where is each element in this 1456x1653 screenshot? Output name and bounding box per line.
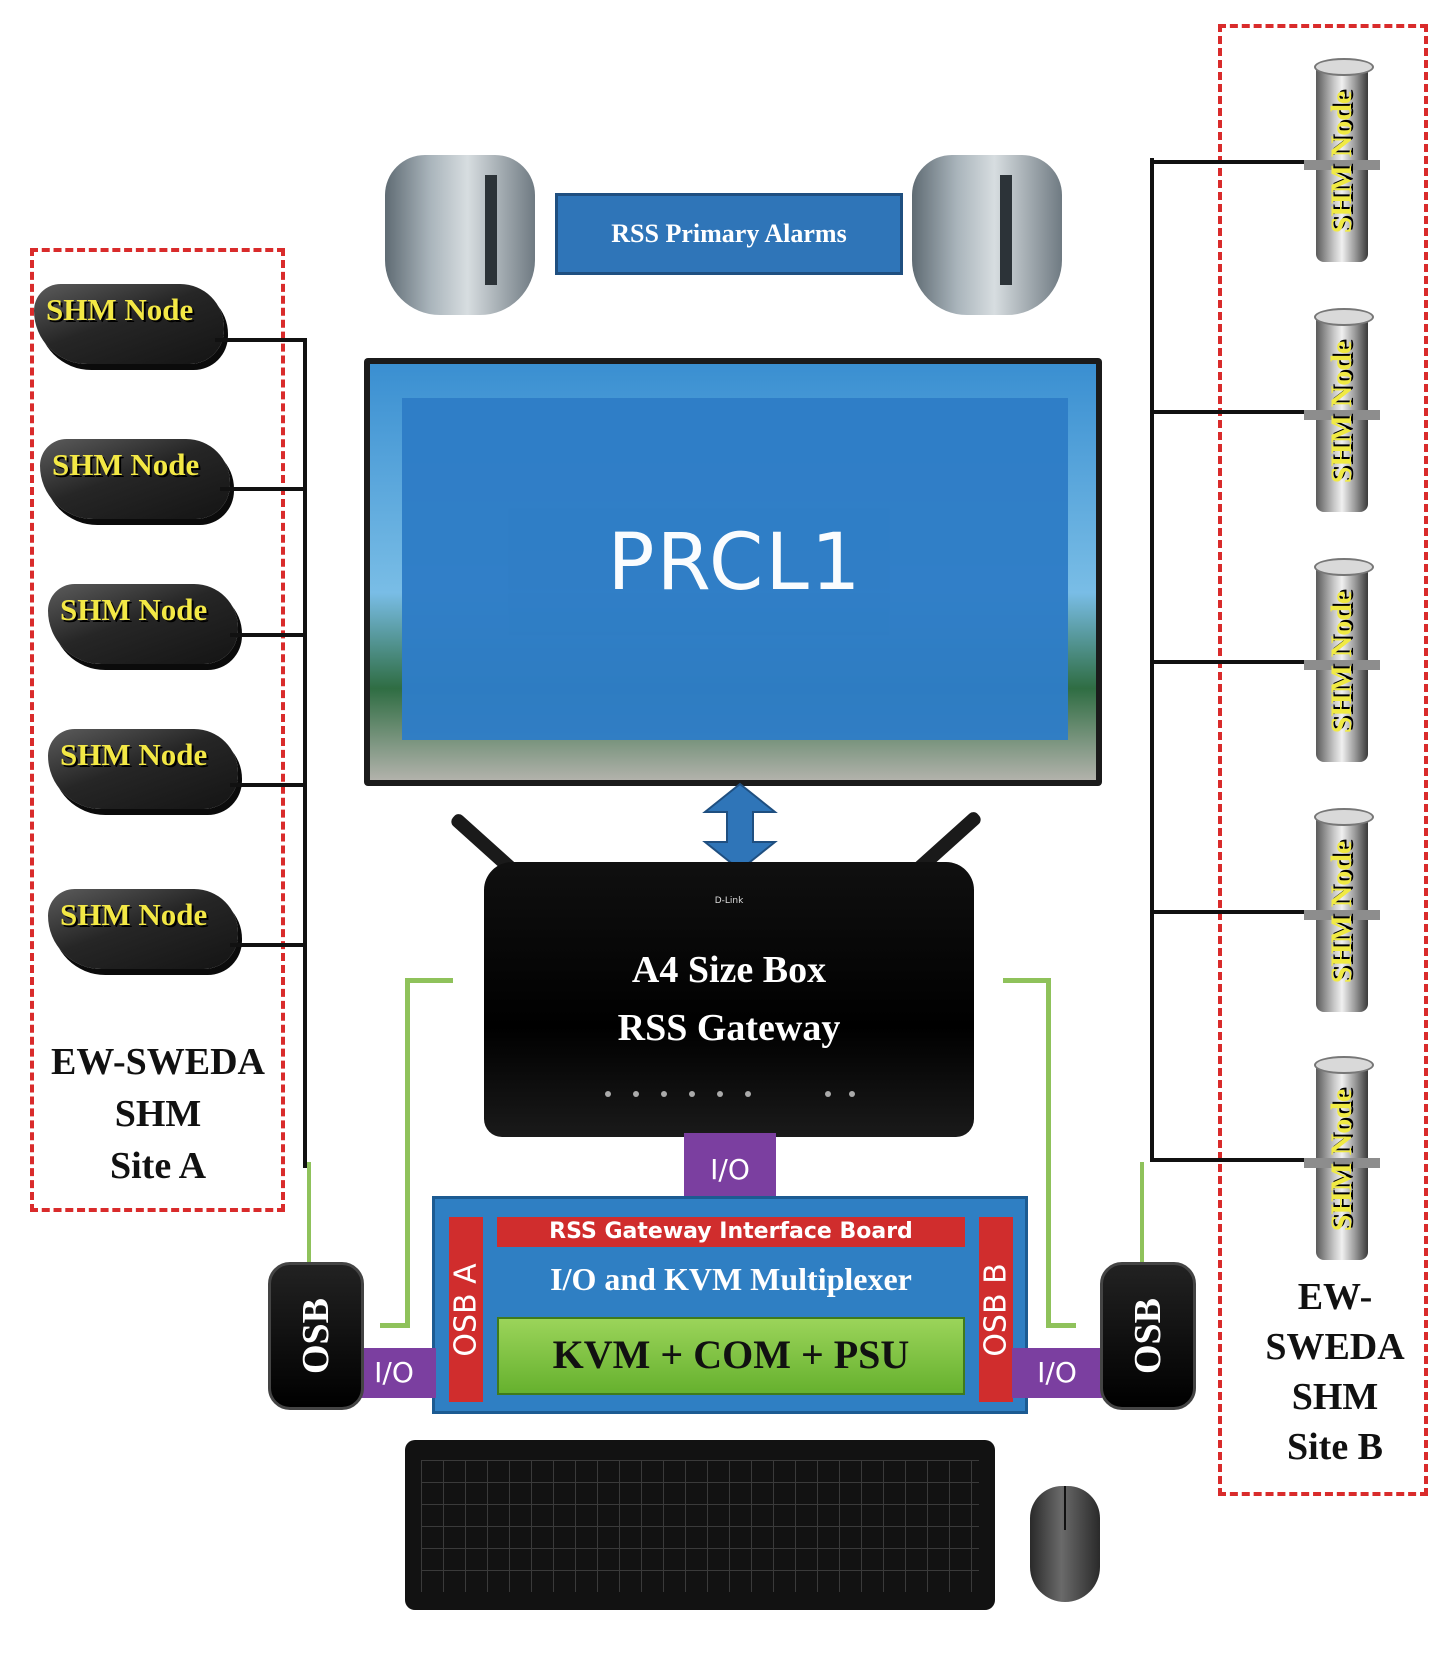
site-a-link — [230, 943, 305, 947]
interface-board: RSS Gateway Interface Board OSB A OSB B … — [432, 1196, 1028, 1414]
site-a-bus — [303, 338, 307, 1168]
shm-node-b2: SHM Node — [1304, 308, 1380, 512]
shm-node-a4: SHM Node — [48, 725, 248, 813]
site-a-link — [230, 783, 305, 787]
site-b-label-line: Site B — [1286, 1426, 1384, 1468]
site-b-link — [1150, 160, 1315, 164]
site-b-label: EW- SWEDA SHM Site B — [1240, 1272, 1430, 1472]
green-link-right-top — [1003, 978, 1051, 983]
site-a-link — [220, 487, 305, 491]
alarm-sensor-left — [385, 155, 535, 315]
gateway-line2: RSS Gateway — [617, 1007, 841, 1049]
shm-node-label: SHM Node — [1325, 1088, 1358, 1232]
kvm-com-psu-label: KVM + COM + PSU — [552, 1332, 910, 1377]
rss-gateway-router: D-Link A4 Size Box RSS Gateway — [484, 862, 974, 1137]
osb-right: OSB — [1100, 1262, 1196, 1410]
shm-node-label: SHM Node — [52, 447, 200, 482]
io-left-label: I/O — [374, 1356, 414, 1389]
shm-node-label: SHM Node — [60, 592, 208, 627]
gateway-line1: A4 Size Box — [631, 949, 827, 991]
site-b-link — [1150, 660, 1315, 664]
io-tab-top: I/O — [684, 1133, 776, 1207]
shm-node-label: SHM Node — [1325, 840, 1358, 984]
osb-left: OSB — [268, 1262, 364, 1410]
site-a-label-line: EW-SWEDA — [51, 1041, 265, 1083]
green-link-left-vertical — [405, 978, 410, 1328]
osb-right-label: OSB — [1127, 1297, 1169, 1375]
site-a-link — [230, 633, 305, 637]
shm-node-a5: SHM Node — [48, 885, 248, 973]
shm-node-a3: SHM Node — [48, 580, 248, 668]
alarms-label-box: RSS Primary Alarms — [555, 193, 903, 275]
shm-node-b3: SHM Node — [1304, 558, 1380, 762]
osb-b-label: OSB B — [978, 1262, 1014, 1357]
board-title-bar: RSS Gateway Interface Board — [497, 1217, 965, 1247]
shm-node-b5: SHM Node — [1304, 1056, 1380, 1260]
osb-a-strip: OSB A — [448, 1217, 484, 1402]
site-a-boundary — [30, 248, 285, 1212]
site-b-link — [1150, 910, 1315, 914]
router-brand: D-Link — [714, 896, 744, 906]
keyboard-keys — [421, 1460, 979, 1592]
io-tab-right: I/O — [1012, 1348, 1102, 1398]
site-b-boundary — [1218, 24, 1428, 1496]
green-link-site-b — [1140, 1162, 1144, 1267]
shm-node-label: SHM Node — [46, 292, 194, 327]
site-b-label-line: EW- — [1297, 1276, 1373, 1318]
osb-b-strip: OSB B — [978, 1217, 1014, 1402]
site-b-label-line: SHM — [1291, 1376, 1379, 1418]
site-b-bus — [1150, 158, 1154, 1158]
green-link-site-a — [307, 1162, 311, 1267]
double-arrow-icon — [702, 782, 778, 872]
shm-node-label: SHM Node — [60, 737, 208, 772]
shm-node-label: SHM Node — [60, 897, 208, 932]
shm-node-a1: SHM Node — [34, 280, 234, 368]
shm-node-label: SHM Node — [1325, 340, 1358, 484]
board-title: RSS Gateway Interface Board — [549, 1219, 913, 1244]
green-link-left-bottom — [380, 1323, 410, 1328]
kvm-com-psu-bar: KVM + COM + PSU — [497, 1317, 965, 1395]
shm-node-b4: SHM Node — [1304, 808, 1380, 1012]
board-subtitle: I/O and KVM Multiplexer — [550, 1261, 912, 1297]
site-a-label: EW-SWEDA SHM Site A — [38, 1036, 278, 1192]
site-a-label-line: SHM — [114, 1093, 202, 1135]
io-right-label: I/O — [1037, 1356, 1077, 1389]
mouse — [1030, 1486, 1100, 1602]
shm-node-label: SHM Node — [1325, 590, 1358, 734]
site-b-link — [1150, 410, 1315, 414]
green-link-right-vertical — [1046, 978, 1051, 1328]
site-b-link — [1150, 1158, 1315, 1162]
io-top-label: I/O — [710, 1153, 750, 1186]
screen-title: PRCL1 — [607, 518, 863, 608]
monitor-screen: PRCL1 — [402, 398, 1068, 740]
green-link-left-top — [405, 978, 453, 983]
site-a-label-line: Site A — [109, 1145, 207, 1187]
shm-node-b1: SHM Node — [1304, 58, 1380, 262]
osb-a-label: OSB A — [448, 1262, 484, 1357]
osb-left-label: OSB — [295, 1297, 337, 1375]
io-tab-left: I/O — [352, 1348, 436, 1398]
site-b-label-line: SWEDA — [1265, 1326, 1405, 1368]
shm-node-a2: SHM Node — [40, 435, 240, 523]
shm-node-label: SHM Node — [1325, 90, 1358, 234]
alarms-label: RSS Primary Alarms — [611, 219, 847, 248]
green-link-right-bottom — [1046, 1323, 1076, 1328]
site-a-link — [215, 338, 305, 342]
monitor: PRCL1 — [364, 358, 1102, 786]
keyboard — [405, 1440, 995, 1610]
alarm-sensor-right — [912, 155, 1062, 315]
router-leds-icon — [605, 1091, 855, 1097]
